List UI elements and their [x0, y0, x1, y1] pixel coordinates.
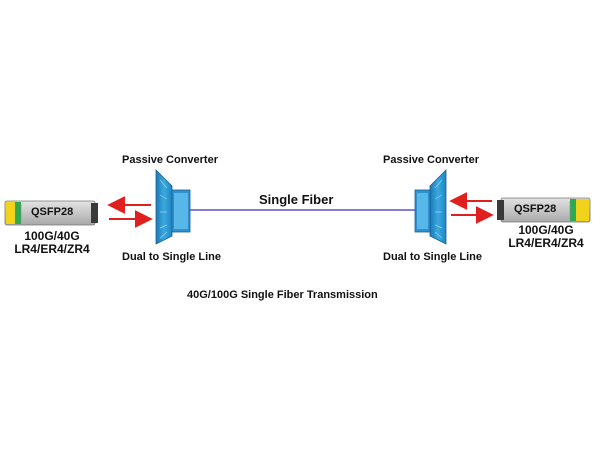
left-qsfp28-module-icon	[4, 200, 98, 226]
right-converter-subtitle: Dual to Single Line	[383, 251, 483, 263]
right-module-label: QSFP28	[514, 203, 557, 215]
right-converter-title: Passive Converter	[383, 154, 479, 166]
right-passive-converter-icon	[414, 169, 447, 245]
left-converter-subtitle: Dual to Single Line	[122, 251, 222, 263]
right-module-speed: 100G/40G	[518, 223, 574, 237]
left-passive-converter-icon	[155, 169, 191, 245]
left-converter-title: Passive Converter	[122, 154, 218, 166]
left-module-speed: 100G/40G	[24, 229, 80, 243]
right-module-type: LR4/ER4/ZR4	[508, 236, 584, 250]
left-module-label: QSFP28	[31, 206, 74, 218]
diagram-caption: 40G/100G Single Fiber Transmission	[187, 289, 378, 301]
right-qsfp28-module-icon	[497, 197, 591, 223]
left-module-type: LR4/ER4/ZR4	[14, 242, 90, 256]
single-fiber-label: Single Fiber	[259, 192, 334, 207]
